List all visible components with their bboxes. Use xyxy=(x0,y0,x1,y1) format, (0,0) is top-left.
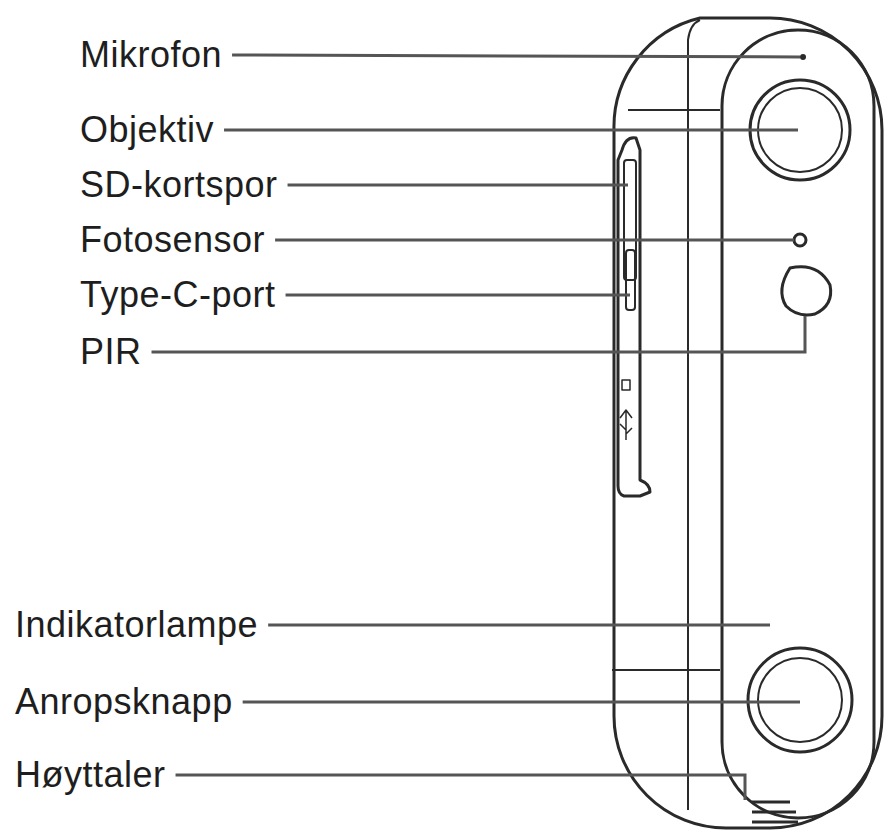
leader-line xyxy=(176,775,745,800)
part-label: Indikatorlampe xyxy=(15,607,258,643)
side-seam xyxy=(612,110,720,670)
leader-line xyxy=(232,55,800,57)
leader-line xyxy=(243,701,800,704)
part-label: Fotosensor xyxy=(80,222,265,258)
part-label: Objektiv xyxy=(80,112,214,148)
part-label: SD-kortspor xyxy=(80,167,278,203)
leader-line xyxy=(152,316,805,352)
leader-line xyxy=(286,294,630,297)
leader-line xyxy=(288,184,628,187)
part-label: Høyttaler xyxy=(15,757,166,793)
part-label: Type-C-port xyxy=(80,277,276,313)
part-label: PIR xyxy=(80,334,142,370)
leader-line xyxy=(268,624,770,627)
side-edge xyxy=(688,20,700,810)
part-label: Mikrofon xyxy=(80,37,222,73)
side-cover xyxy=(618,138,650,496)
microphone-hole xyxy=(800,54,806,60)
leader-line xyxy=(275,239,794,242)
button-inner xyxy=(758,658,842,742)
button-outer xyxy=(748,648,852,752)
pir-sensor xyxy=(782,267,831,315)
type-c-slot xyxy=(626,250,635,310)
leader-line xyxy=(224,129,798,132)
photosensor xyxy=(794,234,806,246)
housing-outline xyxy=(614,18,882,828)
part-label: Anropsknapp xyxy=(15,684,233,720)
speaker-grille xyxy=(752,802,798,822)
front-face xyxy=(722,30,874,818)
usb-icon xyxy=(620,410,632,440)
sd-icon xyxy=(622,380,630,390)
